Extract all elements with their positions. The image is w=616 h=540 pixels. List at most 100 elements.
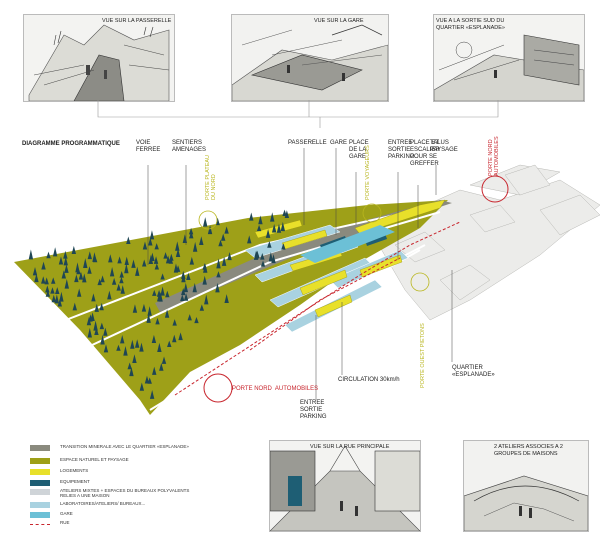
tree <box>256 224 262 232</box>
tree <box>147 306 152 316</box>
tree <box>41 261 46 270</box>
tree <box>167 340 172 347</box>
tree <box>258 215 263 225</box>
tree <box>202 275 207 285</box>
tree <box>132 354 137 363</box>
tree <box>152 366 157 375</box>
tree <box>199 304 205 311</box>
legend-label: TRANSITION MINERALE AVEC LE QUARTIER «ES… <box>60 444 189 449</box>
tree <box>131 259 136 268</box>
sketch-passerelle-drawing <box>24 15 174 101</box>
tree <box>46 251 51 259</box>
tree <box>32 266 38 276</box>
label-porte-nord-auto-text: PORTE NORD AUTOMOBILES <box>488 136 500 176</box>
tree <box>164 309 170 318</box>
label-passerelle: PASSERELLE <box>288 140 327 146</box>
tree <box>227 252 232 261</box>
tree <box>280 221 286 232</box>
tree <box>120 335 125 344</box>
legend-swatch <box>30 524 50 525</box>
legend-swatch <box>30 502 50 508</box>
station <box>300 225 395 263</box>
sketch-rue-principale-caption: VUE SUR LA RUE PRINCIPALE <box>310 444 390 450</box>
tree <box>54 294 60 304</box>
tree <box>61 270 66 279</box>
tree <box>155 317 160 325</box>
legend-label: GARE <box>60 511 73 516</box>
label-place-escalier: PLACE ET ESCALIER POUR SE GREFFER <box>410 140 440 167</box>
sketch-rue-principale: VUE SUR LA RUE PRINCIPALE <box>269 440 421 532</box>
tree-layer <box>28 209 290 399</box>
tree <box>284 210 290 219</box>
tree <box>87 266 92 274</box>
tree <box>100 275 105 283</box>
tree <box>156 289 162 297</box>
label-sentiers: SENTIERS AMENAGES <box>172 140 207 153</box>
tree <box>254 251 260 259</box>
tree <box>45 285 50 293</box>
porte-nord-circle <box>203 373 233 403</box>
tree <box>159 363 164 371</box>
tree <box>116 283 121 291</box>
sketch-sortie-sud: VUE A LA SORTIE SUD DU QUARTIER «ESPLANA… <box>433 14 585 102</box>
tree <box>139 342 144 352</box>
tree <box>34 273 39 283</box>
sketch-sortie-sud-caption: VUE A LA SORTIE SUD DU QUARTIER «ESPLANA… <box>436 18 505 31</box>
tree <box>72 302 77 311</box>
tree <box>260 260 266 267</box>
tree <box>64 278 69 289</box>
tree <box>186 272 191 281</box>
label-circulation: CIRCULATION 30km/h <box>338 377 400 383</box>
tree <box>94 327 99 335</box>
label-porte-plateau: PORTE PLATEAU DU NORD <box>205 120 217 200</box>
tree <box>160 273 165 280</box>
label-porte-voyageurs: PORTE VOYAGEURS <box>365 145 371 200</box>
tree <box>163 252 168 259</box>
tree <box>130 339 135 349</box>
tree <box>221 256 227 266</box>
tree <box>149 230 155 240</box>
legend-label: LABORATOIRES/ATELIERS/ BUREAUX... <box>60 501 146 506</box>
tree <box>124 256 129 266</box>
tree <box>183 293 189 301</box>
tree <box>83 258 88 269</box>
legend-label: ATELIERS MIXTES + ESPACES DU BUREAUX POL… <box>60 488 190 498</box>
tree <box>99 302 104 311</box>
tree <box>126 236 131 244</box>
label-voie-ferree: VOIE FERREE <box>136 140 161 153</box>
tree <box>41 276 46 284</box>
porte-plateau-circle <box>198 210 218 230</box>
tree <box>189 231 194 239</box>
label-porte-ouest: PORTE OUEST PIETONS <box>420 323 426 388</box>
tree <box>71 245 77 255</box>
tree <box>172 334 177 343</box>
label-porte-voyageurs-text: PORTE VOYAGEURS <box>365 145 371 200</box>
tree <box>271 254 276 264</box>
tree <box>175 241 180 251</box>
tree <box>141 303 147 312</box>
label-porte-ouest-text: PORTE OUEST PIETONS <box>420 323 426 388</box>
tree <box>220 233 226 241</box>
tree <box>189 256 195 265</box>
tree <box>119 270 124 278</box>
tree <box>165 255 171 264</box>
tree <box>116 344 121 351</box>
tree <box>249 212 254 221</box>
tree <box>124 263 129 274</box>
tree <box>64 264 69 273</box>
tree <box>180 294 185 302</box>
tree <box>216 258 221 269</box>
tree <box>123 346 128 356</box>
tree <box>51 277 56 284</box>
tree <box>148 254 154 265</box>
tree <box>111 277 117 285</box>
tree <box>161 356 167 364</box>
tree <box>55 287 60 294</box>
tree <box>152 289 157 296</box>
sketch-passerelle: VUE SUR LA PASSERELLE <box>23 14 175 102</box>
tree <box>74 274 79 283</box>
tree <box>51 294 56 303</box>
sketch-ateliers: 2 ATELIERS ASSOCIES A 2 GROUPES DE MAISO… <box>463 440 589 532</box>
tree <box>192 282 197 293</box>
